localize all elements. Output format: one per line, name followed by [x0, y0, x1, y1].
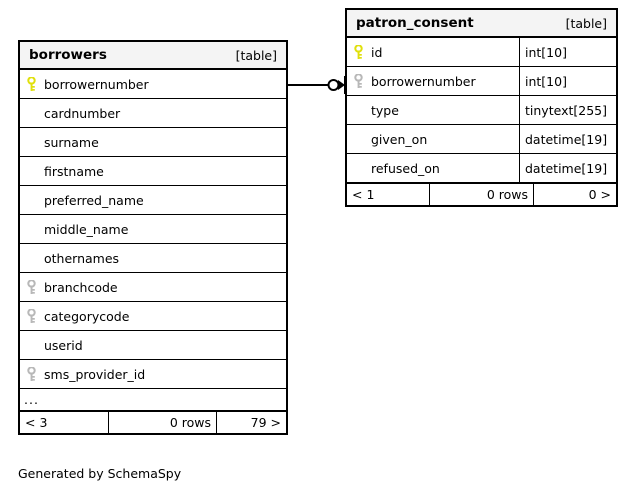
- prev-page-button[interactable]: < 1: [352, 187, 375, 202]
- column-name: sms_provider_id: [44, 366, 146, 382]
- next-page-button[interactable]: 0 >: [533, 184, 616, 205]
- entity-borrowers-footer: < 3 0 rows 79 >: [20, 411, 286, 433]
- column-name: given_on: [371, 131, 428, 147]
- column-name: branchcode: [44, 279, 118, 295]
- column-name: cardnumber: [44, 105, 121, 121]
- column-type: datetime[19]: [519, 154, 616, 182]
- column-row[interactable]: categorycode: [20, 302, 286, 331]
- column-row[interactable]: refused_on datetime[19]: [347, 154, 616, 183]
- prev-page-button[interactable]: < 3: [25, 415, 48, 430]
- entity-patron-consent-kind: [table]: [565, 15, 607, 31]
- column-row[interactable]: cardnumber: [20, 99, 286, 128]
- relationship-connector: [286, 72, 348, 98]
- column-row[interactable]: othernames: [20, 244, 286, 273]
- column-name: othernames: [44, 250, 120, 266]
- column-row[interactable]: firstname: [20, 157, 286, 186]
- crows-foot-icon: [338, 80, 345, 90]
- column-row[interactable]: borrowernumber: [20, 70, 286, 99]
- column-type: int[10]: [519, 67, 616, 95]
- column-name: id: [371, 44, 383, 60]
- entity-borrowers[interactable]: borrowers [table] borrowernumber cardnum…: [18, 40, 288, 435]
- column-type: tinytext[255]: [519, 96, 616, 124]
- column-row[interactable]: type tinytext[255]: [347, 96, 616, 125]
- yellow-key-icon: [20, 76, 42, 92]
- column-row[interactable]: branchcode: [20, 273, 286, 302]
- yellow-key-icon: [347, 44, 369, 60]
- gray-key-icon: [20, 366, 42, 382]
- column-name: firstname: [44, 163, 104, 179]
- column-type: datetime[19]: [519, 125, 616, 153]
- entity-borrowers-kind: [table]: [235, 47, 277, 63]
- entity-patron-consent-footer: < 1 0 rows 0 >: [347, 183, 616, 205]
- column-name: type: [371, 102, 399, 118]
- column-row[interactable]: given_on datetime[19]: [347, 125, 616, 154]
- generated-by-caption: Generated by SchemaSpy: [18, 466, 182, 481]
- column-row[interactable]: id int[10]: [347, 38, 616, 67]
- column-name: preferred_name: [44, 192, 144, 208]
- column-row[interactable]: preferred_name: [20, 186, 286, 215]
- column-name: borrowernumber: [44, 76, 149, 92]
- row-count-label: 0 rows: [429, 184, 533, 205]
- gray-key-icon: [347, 73, 369, 89]
- column-row[interactable]: surname: [20, 128, 286, 157]
- entity-borrowers-header: borrowers [table]: [20, 42, 286, 70]
- entity-borrowers-title: borrowers: [29, 47, 107, 63]
- column-name: middle_name: [44, 221, 129, 237]
- column-name: userid: [44, 337, 83, 353]
- column-name: categorycode: [44, 308, 130, 324]
- column-row[interactable]: borrowernumber int[10]: [347, 67, 616, 96]
- next-page-button[interactable]: 79 >: [216, 412, 286, 433]
- column-row[interactable]: middle_name: [20, 215, 286, 244]
- column-name: borrowernumber: [371, 73, 476, 89]
- gray-key-icon: [20, 308, 42, 324]
- row-count-label: 0 rows: [108, 412, 216, 433]
- column-name: surname: [44, 134, 99, 150]
- cardinality-zero-icon: [327, 79, 340, 91]
- column-row[interactable]: userid: [20, 331, 286, 360]
- entity-patron-consent[interactable]: patron_consent [table] id int[10]: [345, 8, 618, 207]
- column-row[interactable]: sms_provider_id: [20, 360, 286, 389]
- column-type: int[10]: [519, 38, 616, 66]
- column-name: refused_on: [371, 160, 440, 176]
- entity-patron-consent-header: patron_consent [table]: [347, 10, 616, 38]
- truncation-marker: ...: [20, 389, 286, 411]
- gray-key-icon: [20, 279, 42, 295]
- entity-patron-consent-title: patron_consent: [356, 15, 474, 31]
